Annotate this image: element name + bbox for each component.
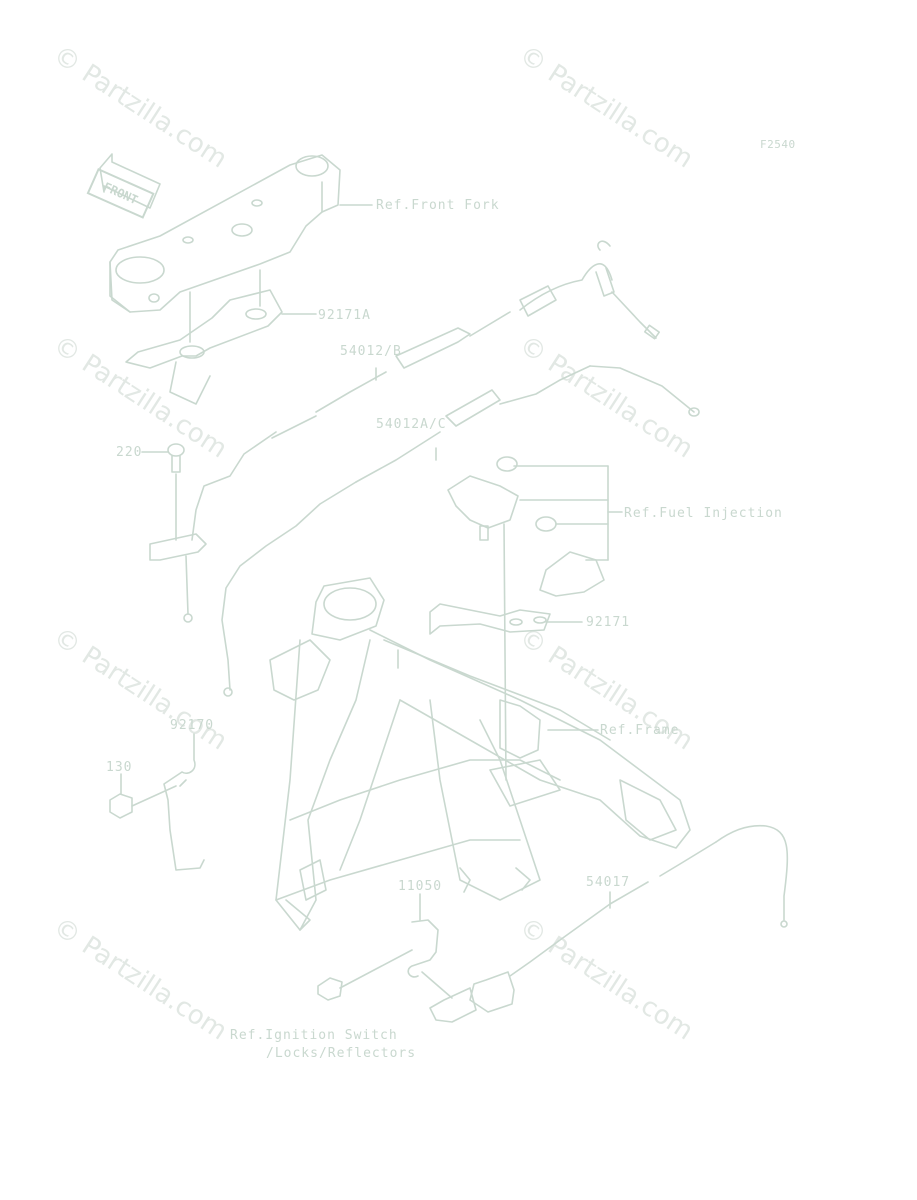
label-part-54012AC[interactable]: 54012A/C	[376, 417, 447, 432]
fuel-injection-sensors	[429, 456, 623, 781]
cable-bracket-92171A	[125, 269, 317, 405]
label-part-54012B[interactable]: 54012/B	[340, 344, 402, 359]
label-ref-locks-reflectors[interactable]: /Locks/Reflectors	[266, 1046, 417, 1061]
label-part-92171A[interactable]: 92171A	[318, 308, 371, 323]
throttle-cable-54012B	[191, 240, 661, 541]
label-part-130[interactable]: 130	[106, 760, 133, 775]
cable-bracket-220	[141, 443, 233, 697]
label-ref-front-fork[interactable]: Ref.Front Fork	[376, 198, 500, 213]
choke-cable-54017	[429, 824, 789, 1023]
label-part-11050[interactable]: 11050	[398, 879, 443, 894]
label-ref-frame[interactable]: Ref.Frame	[600, 723, 680, 738]
throttle-cable-54012AC	[221, 365, 700, 691]
frame	[269, 577, 691, 931]
label-part-92171[interactable]: 92171	[586, 615, 631, 630]
front-arrow-icon	[99, 153, 161, 209]
label-part-92170[interactable]: 92170	[170, 718, 215, 733]
label-ref-fuel-injection[interactable]: Ref.Fuel Injection	[624, 506, 783, 521]
bracket-11050	[317, 893, 453, 1001]
label-part-54017[interactable]: 54017	[586, 875, 631, 890]
label-ref-ignition-switch[interactable]: Ref.Ignition Switch	[230, 1028, 398, 1043]
triple-clamp	[109, 154, 373, 313]
diagram-code: F2540	[760, 138, 796, 151]
label-part-220[interactable]: 220	[116, 445, 143, 460]
bracket-92170	[109, 733, 205, 871]
